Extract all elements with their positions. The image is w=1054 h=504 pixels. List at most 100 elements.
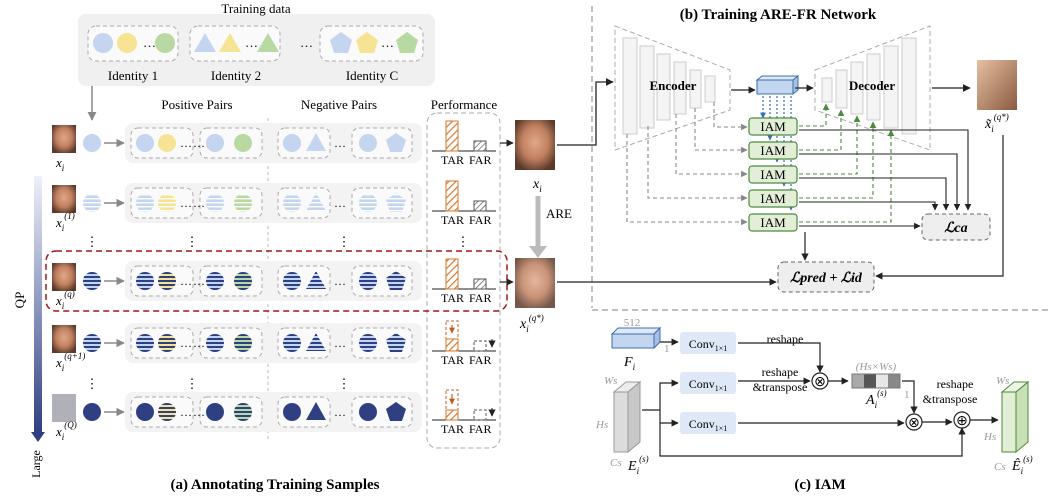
- iam-block: IAM: [748, 117, 798, 136]
- identity-label-c: Identity C: [346, 68, 398, 83]
- row-background: [125, 323, 422, 363]
- ellipsis: …: [193, 196, 205, 210]
- svg-text:Conv1×1: Conv1×1: [689, 417, 728, 433]
- conv-box-1: Conv1×1: [680, 332, 736, 354]
- iam-label: IAM: [760, 191, 786, 206]
- panel-b-title: (b) Training ARE-FR Network: [680, 7, 877, 23]
- far-label: FAR: [469, 353, 491, 367]
- svg-text:Conv1×1: Conv1×1: [689, 337, 728, 353]
- are-arrow-head: [529, 246, 547, 258]
- iam-label: IAM: [760, 119, 786, 134]
- highlight-row-q: [45, 250, 508, 312]
- decoder-label: Decoder: [849, 78, 895, 93]
- reshape-label-3: reshape: [937, 377, 974, 391]
- row-vdots-7: ⋮: [338, 376, 351, 391]
- qp-arrow-head: [31, 432, 45, 442]
- far-bar: [473, 200, 487, 212]
- row-vdots-5: ⋮: [86, 376, 99, 391]
- ei-branches: [642, 379, 966, 457]
- ehat-cs: Cs: [994, 461, 1006, 473]
- attn-one: 1: [904, 389, 910, 401]
- encoder-skip-connections: [626, 102, 748, 226]
- row-vdots-4: ⋮: [457, 234, 470, 249]
- transpose-label-2: &transpose: [753, 380, 808, 394]
- row-vdots-1: ⋮: [86, 234, 99, 249]
- fi-dim-512: 512: [624, 317, 641, 329]
- encoder-blocks: [622, 37, 716, 135]
- row-vdots-6: ⋮: [186, 376, 199, 391]
- face-xq-large: [515, 258, 555, 308]
- attn-dims: (Hs×Ws): [856, 361, 897, 373]
- row-background: [125, 392, 422, 432]
- ellipsis: …: [193, 405, 205, 419]
- identity-ellipsis: …: [300, 35, 313, 50]
- identity-group-c: …: [319, 25, 424, 62]
- middle-section: xi ARE xi(q*): [500, 120, 572, 334]
- ellipsis: …: [334, 336, 346, 350]
- tar-bar: [445, 258, 459, 290]
- large-label: Large: [29, 450, 43, 478]
- training-data-label: Training data: [221, 1, 290, 16]
- identity-label-1: Identity 1: [108, 68, 158, 83]
- face-thumbnail: [52, 394, 76, 422]
- panel-b: (b) Training ARE-FR Network Encoder Deco…: [557, 7, 1017, 293]
- far-bar: [473, 278, 487, 290]
- panel-c: (c) IAM 512 1 Fi Conv1×1 Conv1×1 Conv1×1: [595, 317, 1033, 493]
- row-label: xi(Q): [55, 420, 77, 442]
- ellipsis: …: [180, 336, 192, 350]
- loss-ca-label: ℒca: [944, 221, 967, 236]
- iam-label: IAM: [760, 167, 786, 182]
- tar-bar: [445, 180, 459, 212]
- attention-map: [851, 373, 901, 389]
- ehat-label: Êi(s): [1011, 454, 1033, 476]
- otimes-1-symbol: ⊗: [814, 375, 826, 390]
- far-label: FAR: [469, 153, 491, 167]
- arrow-input-to-encoder: [557, 78, 614, 146]
- face-thumbnail: [52, 125, 76, 153]
- row-background: [125, 261, 422, 301]
- negative-pairs-label: Negative Pairs: [301, 97, 377, 112]
- ei-feature: [612, 380, 642, 454]
- far-label: FAR: [469, 213, 491, 227]
- far-label: FAR: [469, 422, 491, 436]
- iam-to-loss-ca: [799, 129, 972, 230]
- performance-box: [426, 112, 501, 449]
- iam-block: IAM: [748, 141, 798, 160]
- otimes-2-symbol: ⊗: [908, 416, 920, 431]
- encoder-outline: [614, 25, 731, 151]
- face-output: [977, 60, 1017, 110]
- row-vdots-3: ⋮: [338, 234, 351, 249]
- face-xq-label: xi(q*): [519, 313, 544, 334]
- fi-label: Fi: [623, 355, 636, 372]
- iam-label: IAM: [760, 143, 786, 158]
- performance-bars: TAR FAR: [432, 120, 496, 167]
- tar-label: TAR: [441, 153, 464, 167]
- ellipsis: …: [334, 196, 346, 210]
- ellipsis: …: [180, 274, 192, 288]
- far-label: FAR: [469, 291, 491, 305]
- conv-box-2: Conv1×1: [680, 372, 736, 394]
- iam-block: IAM: [748, 165, 798, 184]
- iam-label: IAM: [760, 215, 786, 230]
- ellipsis: …: [334, 274, 346, 288]
- tar-label: TAR: [441, 353, 464, 367]
- oplus-symbol: ⊕: [956, 414, 968, 429]
- row-background: [125, 183, 422, 223]
- identity-group-2: …: [189, 25, 281, 62]
- bottleneck-feature: [756, 79, 794, 95]
- positive-pairs-label: Positive Pairs: [161, 97, 232, 112]
- fi-feature: [610, 326, 662, 350]
- performance-bars: TAR FAR: [432, 320, 496, 367]
- transpose-label-3: &transpose: [923, 392, 978, 406]
- are-label: ARE: [546, 206, 572, 221]
- ei-cs: Cs: [610, 457, 622, 469]
- iam-block: IAM: [748, 213, 798, 232]
- row-label: xi: [55, 155, 65, 173]
- qp-label: QP: [12, 292, 27, 309]
